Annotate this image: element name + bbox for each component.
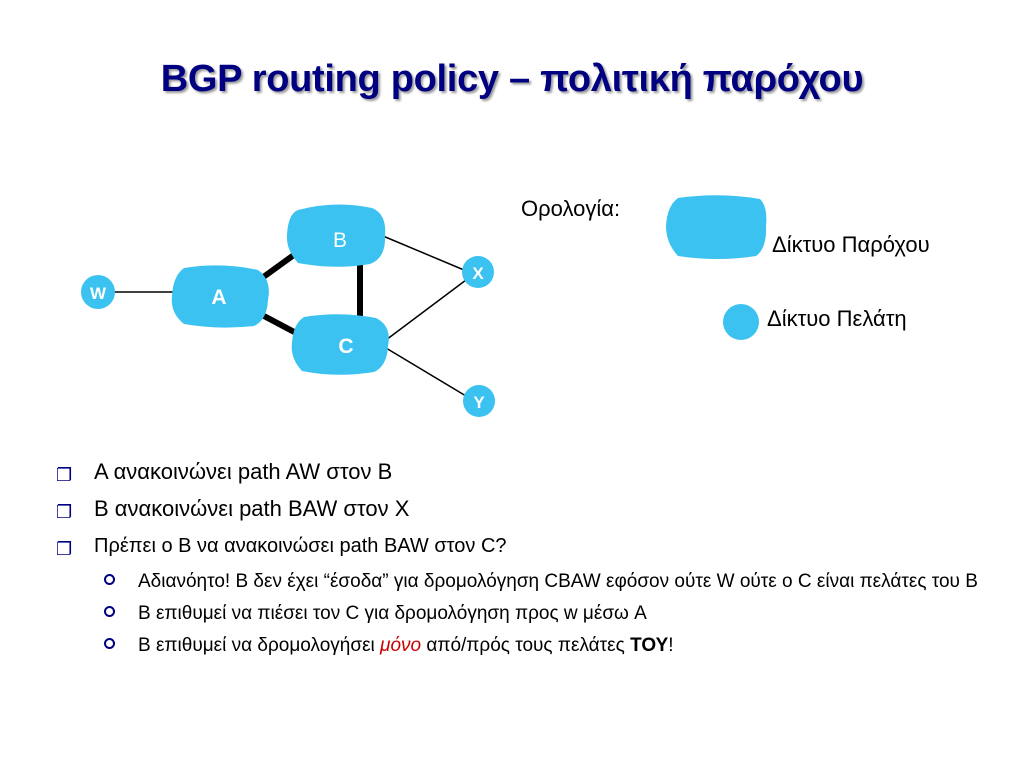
- node-label-a: A: [211, 286, 226, 309]
- legend-provider-label: Δίκτυο Παρόχου: [772, 232, 930, 257]
- node-label-y: Y: [473, 393, 485, 412]
- legend-customer-label: Δίκτυο Πελάτη: [767, 306, 907, 331]
- link-b-x: [382, 235, 465, 271]
- node-label-x: X: [472, 264, 484, 283]
- bullet-text: A ανακοινώνει path AW στον B: [94, 459, 393, 484]
- slide-title: BGP routing policy – πολιτική παρόχου: [160, 58, 864, 100]
- provider-network-c: [291, 314, 389, 375]
- emphasis-its: ΤΟΥ: [630, 635, 669, 656]
- bullet-text: B ανακοινώνει path BAW στον X: [94, 496, 410, 521]
- sub-bullet-item: B επιθυμεί να πιέσει τον C για δρομολόγη…: [104, 601, 996, 627]
- link-a-c: [262, 313, 300, 337]
- customer-network-x: [462, 256, 494, 288]
- link-c-x: [385, 279, 467, 341]
- link-c-y: [385, 347, 467, 397]
- circle-bullet-icon: [104, 574, 115, 585]
- legend-heading: Ορολογία:: [521, 196, 621, 221]
- sub-bullet-text: Αδιανόητο! B δεν έχει “έσοδα” για δρομολ…: [138, 571, 978, 592]
- legend-provider-symbol: [666, 195, 767, 259]
- square-bullet-icon: ❐: [56, 502, 73, 522]
- bullet-item: ❐ Πρέπει ο B να ανακοινώσει path BAW στο…: [56, 532, 996, 560]
- sub-bullet-text-middle: από/πρός τους πελάτες: [421, 635, 631, 656]
- sub-bullet-item: Αδιανόητο! B δεν έχει “έσοδα” για δρομολ…: [104, 569, 996, 595]
- circle-bullet-icon: [104, 606, 115, 617]
- provider-network-b: [286, 204, 386, 267]
- bullet-item: ❐ B ανακοινώνει path BAW στον X: [56, 495, 996, 523]
- bullet-list: ❐ A ανακοινώνει path AW στον B ❐ B ανακο…: [56, 458, 996, 665]
- bullet-item: ❐ A ανακοινώνει path AW στον B: [56, 458, 996, 486]
- sub-bullet-item: B επιθυμεί να δρομολογήσει μόνο από/πρός…: [104, 633, 996, 659]
- node-label-c: C: [338, 335, 353, 358]
- square-bullet-icon: ❐: [56, 465, 73, 485]
- emphasis-only: μόνο: [380, 635, 422, 656]
- square-bullet-icon: ❐: [56, 539, 73, 559]
- legend-customer-symbol: [723, 304, 759, 340]
- sub-bullet-text: B επιθυμεί να πιέσει τον C για δρομολόγη…: [138, 603, 647, 624]
- node-label-b: B: [333, 229, 347, 252]
- sub-bullet-text-start: B επιθυμεί να δρομολογήσει: [138, 635, 381, 656]
- customer-network-w: [81, 275, 115, 309]
- customer-network-y: [463, 385, 495, 417]
- circle-bullet-icon: [104, 638, 115, 649]
- link-a-b: [260, 249, 300, 281]
- sub-bullet-text-end: !: [668, 635, 674, 656]
- bullet-text: Πρέπει ο B να ανακοινώσει path BAW στον …: [94, 535, 507, 557]
- node-label-w: W: [90, 284, 107, 303]
- provider-network-a: [171, 265, 269, 328]
